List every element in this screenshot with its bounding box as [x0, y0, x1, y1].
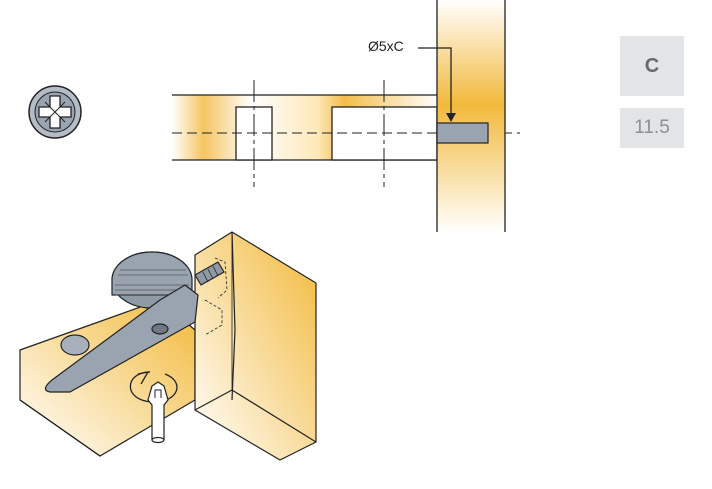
dowel-pin	[436, 122, 489, 144]
connector-housing	[111, 251, 193, 309]
screwdriver-icon	[147, 381, 169, 444]
front-panel-section	[436, 0, 506, 232]
side-panel-section	[172, 80, 520, 187]
dimension-leader	[418, 47, 456, 122]
phillips-pozidriv-drive-icon	[28, 85, 82, 139]
dowel-dimension-label: Ø5xC	[368, 38, 404, 54]
spec-value-box: 11.5	[620, 108, 684, 148]
isometric-assembly-illustration	[19, 231, 317, 461]
spec-letter-box: C	[620, 36, 684, 96]
